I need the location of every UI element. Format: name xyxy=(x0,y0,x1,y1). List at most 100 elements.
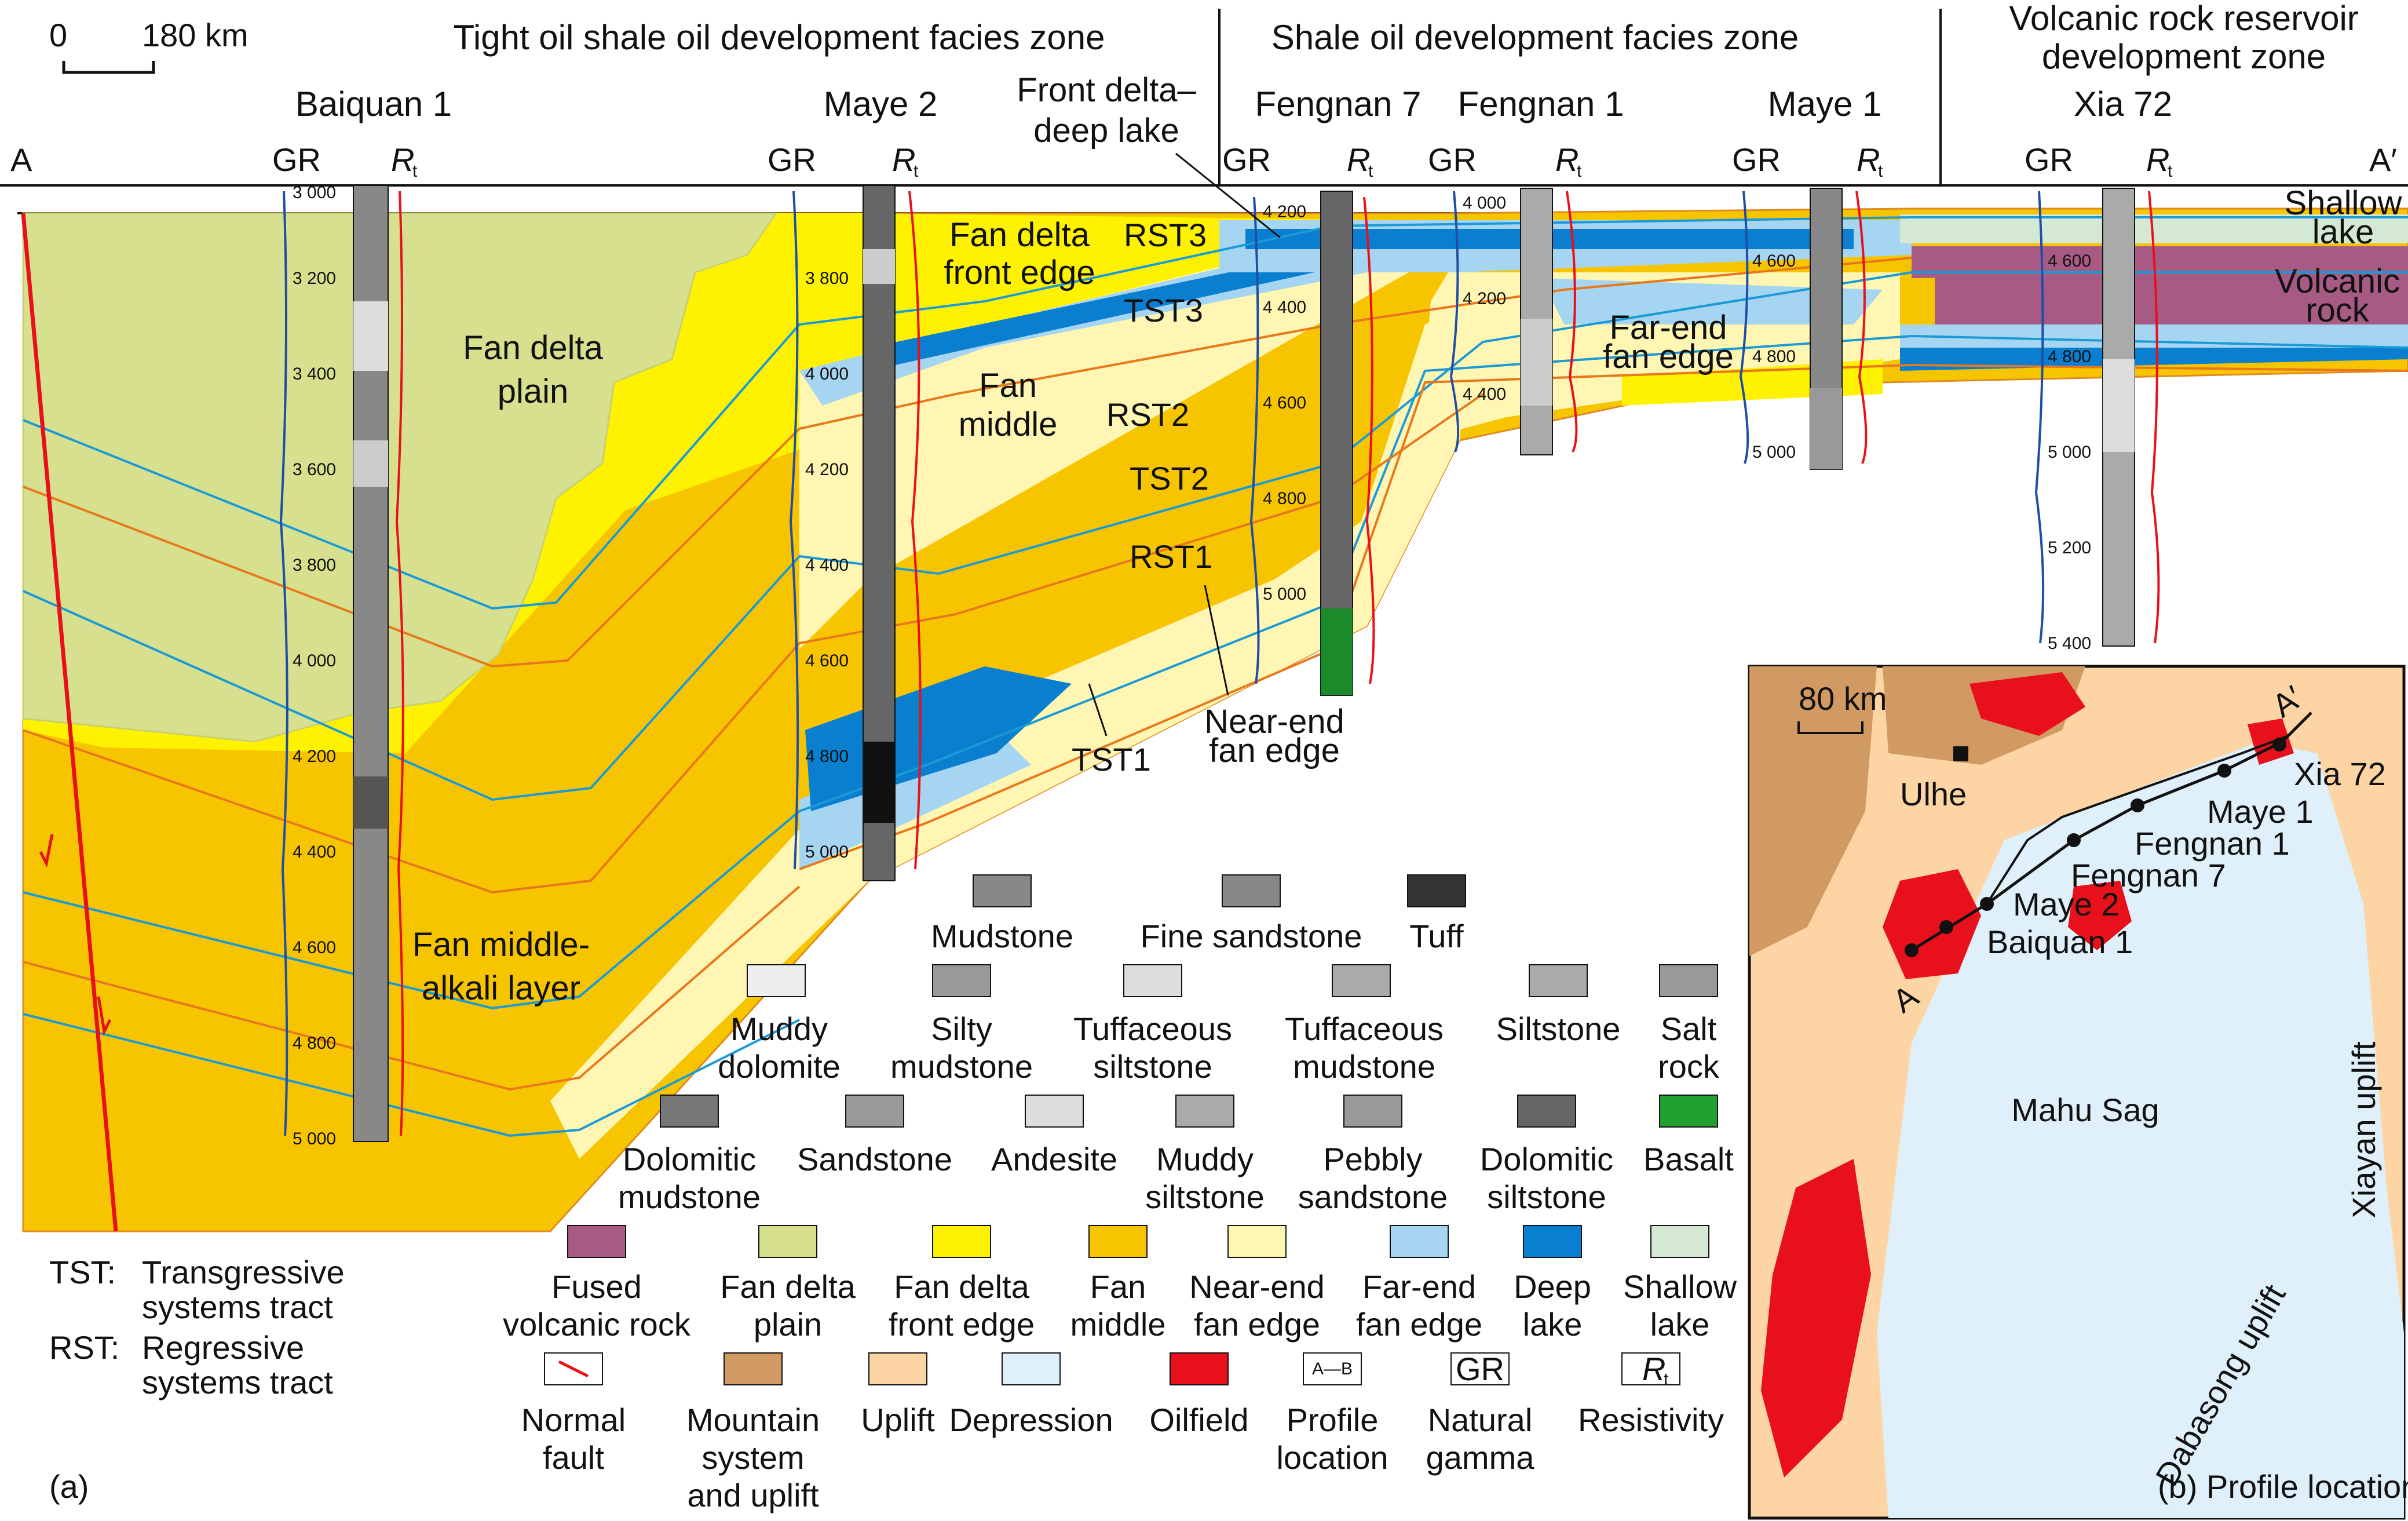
legend-lith: siltstone xyxy=(1145,1179,1264,1215)
legend-facies: middle xyxy=(1070,1306,1166,1343)
label-near-end-1: Near-end xyxy=(1204,703,1344,741)
rt-header-sub: t xyxy=(412,162,418,181)
depth-label: 4 600 xyxy=(1263,393,1306,413)
label-fan-middle-alkali-2: alkali layer xyxy=(422,969,580,1007)
resistivity-symbol: R xyxy=(1642,1351,1665,1387)
abbr-tst-key: TST: xyxy=(49,1254,116,1290)
legend-facies: Fused xyxy=(551,1268,642,1305)
normal-fault-icon xyxy=(558,1360,589,1378)
depth-label: 3 400 xyxy=(293,364,336,384)
legend-facies: Near-end xyxy=(1189,1268,1324,1305)
label-fan-delta-plain-1: Fan delta xyxy=(463,329,604,367)
other-legend: A—B GR R t Normal fault Mountain system … xyxy=(521,1351,1724,1513)
legend-lith: Muddy xyxy=(1156,1141,1254,1177)
gr-header: GR xyxy=(1222,141,1271,178)
panel-a-label: (a) xyxy=(49,1468,89,1505)
well-column-maye2: 3 800 4 000 4 200 4 400 4 600 4 800 5 00… xyxy=(789,185,922,881)
rt-header: R xyxy=(1347,141,1370,178)
legend-other: Profile xyxy=(1287,1402,1379,1438)
depth-label: 4 800 xyxy=(805,747,849,766)
resistivity-symbol-sub: t xyxy=(1664,1370,1669,1389)
log-headers: A A′ GR R t GR R t GR R t GR R t GR R t … xyxy=(10,141,2397,181)
legend-facies: fan edge xyxy=(1194,1306,1320,1343)
legend-other: location xyxy=(1276,1439,1388,1476)
label-front-delta-deep-2: deep lake xyxy=(1033,112,1179,149)
location-map: 80 km Ulhe A A′ Xia 72 Maye 1 Fengnan 1 … xyxy=(1748,665,2408,1520)
label-fan-delta-front-2: front edge xyxy=(944,254,1095,291)
oilfield-region xyxy=(1969,672,2085,736)
rt-header: R xyxy=(1857,141,1880,178)
section-start-label: A xyxy=(10,141,32,178)
abbr-rst-line1: Regressive xyxy=(142,1329,304,1366)
gr-header: GR xyxy=(768,141,816,178)
map-well-label: Xia 72 xyxy=(2294,756,2386,792)
oilfield-region xyxy=(1761,1159,1871,1478)
lithology-legend: Mudstone Fine sandstone Tuff Muddy dolom… xyxy=(618,874,1734,1215)
depth-label: 5 000 xyxy=(805,842,849,862)
legend-swatch xyxy=(567,1225,626,1258)
label-shallow-lake-2: lake xyxy=(2312,213,2374,251)
depth-label: 5 200 xyxy=(2048,538,2091,557)
legend-other: Normal xyxy=(521,1402,626,1438)
legend-swatch xyxy=(758,1225,817,1258)
label-fan-delta-front-1: Fan delta xyxy=(949,216,1090,254)
depth-label: 5 000 xyxy=(293,1129,336,1148)
city-marker-icon xyxy=(1953,746,1968,761)
legend-lith: siltstone xyxy=(1487,1179,1606,1215)
depth-label: 4 600 xyxy=(2048,251,2091,271)
rt-header-sub: t xyxy=(1368,162,1373,181)
well-name-maye1: Maye 1 xyxy=(1768,85,1882,123)
legend-lith: Sandstone xyxy=(797,1141,952,1177)
legend-other: Uplift xyxy=(861,1402,935,1438)
depth-label: 3 200 xyxy=(293,269,336,288)
zone-volcanic-line1: Volcanic rock reservoir xyxy=(2009,0,2359,38)
legend-facies: Fan delta xyxy=(894,1268,1029,1305)
well-name-fengnan1: Fengnan 1 xyxy=(1458,85,1624,123)
legend-other: Depression xyxy=(949,1402,1113,1438)
gr-header: GR xyxy=(1732,141,1781,178)
rt-header-sub: t xyxy=(1577,162,1582,181)
well-column-xia72: 4 600 4 800 5 000 5 200 5 400 xyxy=(2034,188,2160,653)
legend-lith: Tuffaceous xyxy=(1073,1011,1232,1047)
legend-facies: Far-end xyxy=(1362,1268,1476,1305)
legend-swatch xyxy=(1650,1225,1709,1258)
label-fan-delta-plain-2: plain xyxy=(498,373,569,410)
legend-facies: lake xyxy=(1650,1306,1710,1343)
label-tst3: TST3 xyxy=(1124,292,1203,329)
label-fan-middle-alkali-1: Fan middle- xyxy=(412,926,590,964)
depth-label: 4 200 xyxy=(293,747,336,766)
depth-label: 4 200 xyxy=(805,460,849,479)
rt-header-sub: t xyxy=(913,162,919,181)
label-front-delta-deep-1: Front delta– xyxy=(1017,71,1196,109)
gamma-symbol: GR xyxy=(1456,1351,1504,1387)
depth-label: 5 000 xyxy=(2048,443,2091,462)
legend-swatch xyxy=(1523,1225,1582,1258)
gr-header: GR xyxy=(1428,141,1477,178)
map-well-label: Fengnan 7 xyxy=(2071,857,2226,893)
depth-label: 5 400 xyxy=(2048,634,2091,653)
gr-header: GR xyxy=(2025,141,2073,178)
depth-label: 4 400 xyxy=(1263,298,1306,317)
legend-lith: mudstone xyxy=(618,1179,761,1215)
legend-lith: Pebbly xyxy=(1323,1141,1422,1177)
depth-label: 4 800 xyxy=(293,1034,336,1053)
label-volcanic-2: rock xyxy=(2305,291,2370,329)
well-name-maye2: Maye 2 xyxy=(824,85,938,123)
depth-label: 4 800 xyxy=(1263,489,1306,508)
depth-label: 4 600 xyxy=(293,938,336,957)
legend-other: Oilfield xyxy=(1149,1402,1248,1438)
legend-lith: Andesite xyxy=(991,1141,1117,1177)
zone-volcanic-line2: development zone xyxy=(2042,37,2326,76)
scale-bar-value: 180 km xyxy=(142,17,249,53)
legend-lith: dolomite xyxy=(718,1048,841,1085)
rt-header-sub: t xyxy=(2168,162,2173,181)
well-names: Baiquan 1 Maye 2 Fengnan 7 Fengnan 1 May… xyxy=(295,85,2172,123)
profile-symbol: A—B xyxy=(1312,1359,1353,1378)
facies-legend: Fused volcanic rock Fan delta plain Fan … xyxy=(503,1225,1737,1343)
legend-swatch xyxy=(1390,1225,1449,1258)
rt-header-sub: t xyxy=(1878,162,1883,181)
label-fan-middle-2: middle xyxy=(959,406,1058,443)
map-well-label: Maye 2 xyxy=(2013,886,2120,922)
well-column-baiquan1: 3 000 3 200 3 400 3 600 3 800 4 000 4 20… xyxy=(279,183,404,1148)
